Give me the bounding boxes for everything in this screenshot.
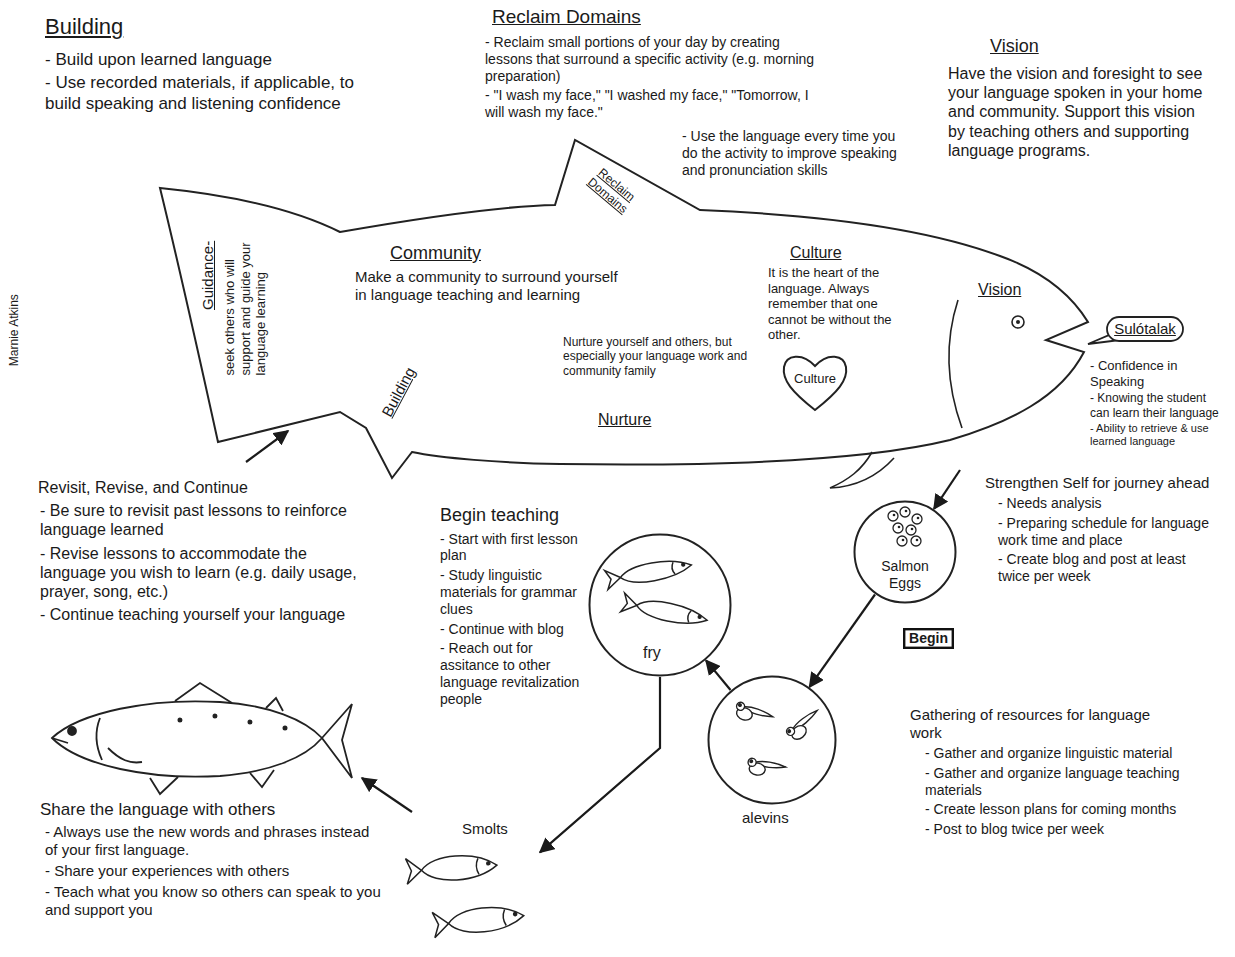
bullet-text: - Teach what you know so others can spea… [45, 883, 385, 919]
bullet-text: - "I wash my face," "I washed my face," … [485, 87, 820, 121]
bullet-text: - Ability to retrieve & use learned lang… [1090, 422, 1228, 448]
bullet-text: - Reach out for assitance to other langu… [440, 640, 582, 707]
bullet-text: - Use recorded materials, if applicable,… [45, 73, 375, 114]
section-heading: Vision [978, 280, 1021, 299]
author-name: Marnie Atkins [7, 294, 21, 366]
section-text: It is the heart of the language. Always … [768, 265, 913, 343]
flow-arrow [934, 470, 960, 509]
bullet-text: - Study linguistic materials for grammar… [440, 567, 582, 617]
flow-arrow [706, 660, 731, 690]
bullet-text: - Build upon learned language [45, 50, 375, 70]
flow-arrow [540, 677, 660, 852]
smolts-group: Smolts [405, 818, 540, 950]
stage-label: Smolts [462, 820, 508, 838]
bullet-text: - Post to blog twice per week [925, 821, 1187, 838]
bullet-text: - Preparing schedule for language work t… [998, 515, 1210, 549]
bullet-text: - Be sure to revisit past lessons to rei… [40, 501, 370, 539]
bullet-text: - Always use the new words and phrases i… [45, 823, 385, 859]
bullet-text: - Knowing the student can learn their la… [1090, 391, 1228, 420]
stage-label: alevins [742, 809, 789, 827]
life-stage-circle: fry [588, 533, 732, 677]
begin-box: Begin [903, 628, 954, 649]
section-heading: Guidance- [199, 230, 217, 310]
stage-label: Salmon Eggs [868, 558, 942, 592]
section-heading: Community [390, 243, 481, 265]
salmon-body: Guidance-seek others who will support an… [150, 130, 1095, 470]
box-label: Begin [909, 630, 948, 647]
section-heading: Building [45, 14, 123, 40]
bullet-text: - Gather and organize linguistic materia… [925, 745, 1187, 762]
cycle-arrow [362, 778, 412, 812]
speech-bubble: Sulótalak [1106, 316, 1184, 342]
node-outline [707, 675, 837, 805]
bullet-text: - Create lesson plans for coming months [925, 801, 1187, 818]
fin-label: Building [378, 364, 419, 420]
bubble-label: Sulótalak [1114, 320, 1176, 338]
node-outline [405, 818, 540, 950]
stage-label: fry [643, 643, 661, 662]
life-stage-circle: Salmon Eggs [853, 500, 957, 604]
heart-label: Culture [782, 371, 848, 387]
section-heading: Share the language with others [40, 800, 275, 820]
section-text: Nurture yourself and others, but especia… [563, 335, 748, 378]
life-stage-circle: alevins [707, 675, 837, 805]
bullet-text: - Continue teaching yourself your langua… [40, 605, 370, 624]
section-heading: Revisit, Revise, and Continue [38, 478, 248, 497]
adult-salmon [52, 683, 352, 794]
flow-arrow [810, 595, 876, 687]
bullet-text: - Gather and organize language teaching … [925, 765, 1187, 799]
section-heading: Culture [790, 243, 842, 262]
bullet-text: - Confidence in Speaking [1090, 358, 1228, 389]
bullet-text: - Share your experiences with others [45, 862, 385, 880]
bullet-text: - Use the language every time you do the… [682, 128, 897, 178]
bullet-text: - Revise lessons to accommodate the lang… [40, 544, 370, 602]
section-heading: Reclaim Domains [492, 6, 641, 29]
section-heading: Nurture [598, 410, 651, 429]
bullet-text: - Reclaim small portions of your day by … [485, 34, 820, 84]
section-heading: Gathering of resources for language work [910, 706, 1180, 742]
fin-label: Reclaim Domains [579, 159, 645, 221]
section-text: seek others who will support and guide y… [222, 225, 269, 375]
heart-shape: Culture [782, 352, 848, 412]
section-heading: Begin teaching [440, 505, 559, 527]
section-heading: Vision [990, 36, 1039, 58]
bullet-text: - Start with first lesson plan [440, 531, 582, 565]
bullet-text: - Create blog and post at least twice pe… [998, 551, 1210, 585]
bullet-text: - Continue with blog [440, 621, 582, 638]
section-text: Make a community to surround yourself in… [355, 268, 620, 304]
cycle-arrow [246, 431, 288, 462]
bullet-text: - Needs analysis [998, 495, 1210, 512]
section-text: Have the vision and foresight to see you… [948, 64, 1213, 160]
section-heading: Strengthen Self for journey ahead [985, 474, 1210, 492]
